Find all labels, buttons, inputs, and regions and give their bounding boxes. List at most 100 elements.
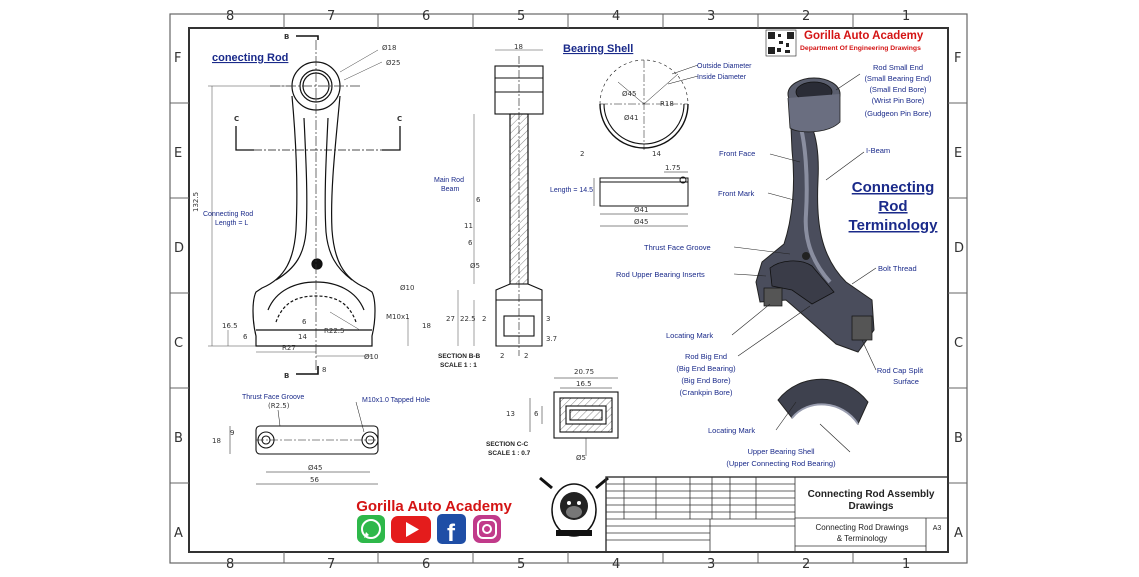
bb-dim-6b: 6 [468,239,473,247]
bearing-dim-1-75: 1.75 [665,164,681,172]
thrust-groove-label: Thrust Face Groove [242,394,304,401]
zone-col: 3 [707,9,715,24]
rod-dim-d25: Ø25 [386,59,400,67]
terminology-title-1: Connecting [852,179,935,196]
bb-beam-label-2: Beam [441,186,459,193]
term-front-face: Front Face [719,149,755,158]
rod-dim-14: 14 [298,333,307,341]
term-upper-shell-0: Upper Bearing Shell [747,447,814,456]
bearing-dim-2: 2 [580,150,584,158]
title-block-assembly-1: Connecting Rod Assembly [808,489,935,500]
term-big-end-2: (Big End Bore) [681,376,731,385]
section-mark-b-bottom: B [284,372,289,380]
section-bb-view [494,56,544,356]
rod-3d-illustration [755,77,875,353]
zone-col: 2 [802,9,810,24]
zone-row: D [174,241,184,256]
zone-row: D [954,241,964,256]
term-front-mark: Front Mark [718,189,755,198]
zone-ticks [170,14,967,563]
term-small-end-4: (Gudgeon Pin Bore) [865,109,932,118]
bearing-view-title: Bearing Shell [563,43,633,55]
zone-col: 7 [327,557,335,572]
zone-row: A [954,526,963,541]
header-academy: Gorilla Auto Academy [804,30,924,42]
title-block-assembly-2: Drawings [848,501,893,512]
zone-col: 3 [707,557,715,572]
bb-dim-d5: Ø5 [470,262,480,270]
bearing-dim-d41b: Ø41 [634,206,648,214]
thrust-dim-18: 18 [212,437,221,445]
cc-scale-label: SCALE 1 : 0.7 [488,450,531,457]
rod-dim-r27: R27 [282,344,296,352]
zone-col: 6 [422,557,430,572]
zone-row: B [954,431,963,446]
whatsapp-icon[interactable] [357,515,385,543]
term-upper-shell-1: (Upper Connecting Rod Bearing) [726,459,836,468]
cc-dim-13: 13 [506,410,515,418]
zone-col: 7 [327,9,335,24]
zone-col: 2 [802,557,810,572]
bb-beam-label-1: Main Rod [434,177,464,184]
title-block-drawing-2: & Terminology [837,534,888,543]
rod-bottom-view [229,401,379,485]
youtube-icon[interactable] [391,516,431,543]
thrust-dim-d45: Ø45 [308,464,322,472]
instagram-icon[interactable] [473,515,501,543]
rod-dim-6b: 6 [302,318,307,326]
term-locating-mark-2: Locating Mark [708,426,755,435]
rod-length-label-1: Connecting Rod [203,211,253,218]
bearing-dim-d41: Ø41 [624,114,638,122]
term-small-end-1: (Small Bearing End) [864,74,932,83]
zone-row: C [954,336,963,351]
zone-row: E [954,146,962,161]
cc-dim-d5: Ø5 [576,454,586,462]
term-small-end-3: (Wrist Pin Bore) [872,96,925,105]
bb-dim-2a: 2 [482,315,486,323]
term-locating-mark-1: Locating Mark [666,331,713,340]
bb-dim-2b: 2 [500,352,504,360]
rod-dim-16-5: 16.5 [222,322,238,330]
thrust-tapped-hole-label: M10x1.0 Tapped Hole [362,397,430,404]
rod-dim-8: 8 [322,366,326,374]
title-block [605,476,949,553]
rod-dim-d10: Ø10 [400,284,414,292]
cc-dim-6: 6 [534,410,539,418]
zone-row-labels-left: F E D C B A [174,51,184,541]
title-block-drawing-1: Connecting Rod Drawings [816,523,909,532]
title-block-size: A3 [933,525,942,532]
zone-row: F [174,51,181,66]
bearing-shell-3d [777,378,869,426]
zone-col: 1 [902,557,910,572]
section-cc-view [529,377,619,456]
zone-col-labels-bottom: 8 7 6 5 4 3 2 1 [226,557,910,572]
rod-front-view [252,61,376,347]
term-big-end-1: (Big End Bearing) [676,364,736,373]
rod-dim-d18: Ø18 [382,44,396,52]
zone-col: 8 [226,557,234,572]
term-big-end-3: (Crankpin Bore) [680,388,733,397]
term-i-beam: I-Beam [866,146,890,155]
zone-col: 5 [517,557,525,572]
zone-col: 4 [612,557,620,572]
rod-dim-d10b: Ø10 [364,353,378,361]
bb-dim-22-5: 22.5 [460,315,476,323]
section-mark-c-left: C [234,115,239,123]
zone-row-labels-right: F E D C B A [954,51,964,541]
term-bolt-thread: Bolt Thread [878,264,917,273]
section-bb-dims [457,49,543,346]
rod-length-label-2: Length = L [215,220,248,227]
bb-dim-2c: 2 [524,352,528,360]
terminology-title-2: Rod [878,198,907,215]
bb-dim-18: 18 [514,43,523,51]
zone-row: B [174,431,183,446]
facebook-icon[interactable]: f [437,514,466,547]
bb-dim-6a: 6 [476,196,481,204]
bearing-dim-14: 14 [652,150,661,158]
terminology-title-3: Terminology [849,217,939,234]
rod-dimension-lines [208,49,409,357]
bearing-front-view [599,59,699,150]
rod-centerlines [270,40,362,370]
thrust-r25-label: (R2.5) [268,402,290,410]
